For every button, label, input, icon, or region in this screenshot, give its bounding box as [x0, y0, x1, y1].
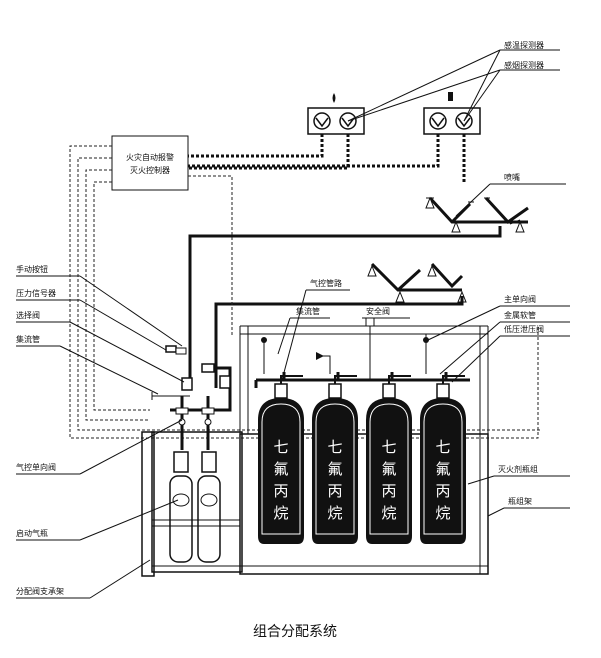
nozzle-group-upper — [425, 196, 529, 233]
metal-hose — [280, 375, 303, 384]
label-startup-cylinder: 启动气瓶 — [16, 528, 48, 538]
label-pressure-switch: 压力信号器 — [16, 288, 56, 298]
label-manual-box: 手动按钮 — [16, 264, 48, 274]
cylinder-body — [420, 398, 466, 544]
cylinder-char: 氟 — [435, 460, 450, 478]
label-manifold: 集流管 — [296, 306, 320, 316]
startup-cylinder-1 — [169, 451, 193, 563]
cylinder-char: 烷 — [327, 504, 342, 522]
left-labels: 手动按钮 压力信号器 选择阀 集流管 气控单向阀 启动气瓶 分配阀支承架 — [16, 264, 185, 599]
cylinder-char: 丙 — [273, 482, 288, 500]
pressure-switch-icon — [165, 345, 177, 353]
right-labels: 感温探测器 感烟探测器 喷嘴 气控管路 集流管 安全阀 主单向阀 金属软管 低压… — [277, 40, 570, 517]
label-nozzle: 喷嘴 — [504, 172, 520, 182]
flame-icon — [332, 93, 336, 103]
cylinder-valve — [274, 383, 288, 399]
cylinder-char: 烷 — [435, 504, 450, 522]
label-low-pressure-valve: 低压泄压阀 — [504, 324, 544, 334]
controller-box — [111, 135, 189, 191]
cylinder-char: 丙 — [381, 482, 396, 500]
cylinder-char: 氟 — [381, 460, 396, 478]
rack-frame — [141, 325, 489, 577]
cylinder-char: 七 — [381, 438, 396, 456]
cylinder-char: 七 — [327, 438, 342, 456]
label-smoke-detector: 感温探测器 — [504, 40, 544, 50]
detector-group-right — [423, 92, 481, 135]
label-main-check-valve: 主单向阀 — [504, 294, 536, 304]
cylinder-char: 氟 — [273, 460, 288, 478]
label-pilot-check-valve: 气控单向阀 — [16, 462, 56, 472]
smoke-sensor-icon — [448, 92, 453, 101]
label-heat-detector: 感烟探测器 — [504, 60, 544, 70]
cylinder-valve — [382, 383, 396, 399]
cylinder-valve — [328, 383, 342, 399]
safety-valve-icon — [365, 317, 375, 327]
cylinder-body — [366, 398, 412, 544]
cylinder-char: 烷 — [273, 504, 288, 522]
detector-group-left — [307, 93, 365, 135]
cylinder-body — [312, 398, 358, 544]
label-agent-cylinder: 灭火剂瓶组 — [498, 464, 538, 474]
nozzle-group-lower — [367, 262, 467, 303]
cylinder-char: 七 — [435, 438, 450, 456]
cylinder-char: 丙 — [435, 482, 450, 500]
startup-cylinder-2 — [197, 451, 221, 563]
label-pilot-pipe: 气控管路 — [310, 278, 342, 288]
label-selector-valve: 选择阀 — [16, 310, 40, 320]
controller-line1: 火灾自动报警 — [126, 152, 174, 162]
label-rack: 瓶组架 — [508, 496, 532, 506]
label-safety-valve: 安全阀 — [366, 306, 390, 316]
cylinder-valve — [436, 383, 450, 399]
cylinder-body — [258, 398, 304, 544]
label-metal-hose: 金属软管 — [504, 310, 536, 320]
label-collector: 集流管 — [16, 334, 40, 344]
cylinder-char: 丙 — [327, 482, 342, 500]
label-frame: 分配阀支承架 — [16, 586, 64, 596]
controller-line2: 灭火控制器 — [130, 165, 170, 175]
cylinder-char: 七 — [273, 438, 288, 456]
cylinder-char: 烷 — [381, 504, 396, 522]
cylinder-char: 氟 — [327, 460, 342, 478]
diagram-caption: 组合分配系统 — [253, 624, 337, 640]
metal-hose — [334, 375, 357, 384]
metal-hose — [388, 375, 411, 384]
